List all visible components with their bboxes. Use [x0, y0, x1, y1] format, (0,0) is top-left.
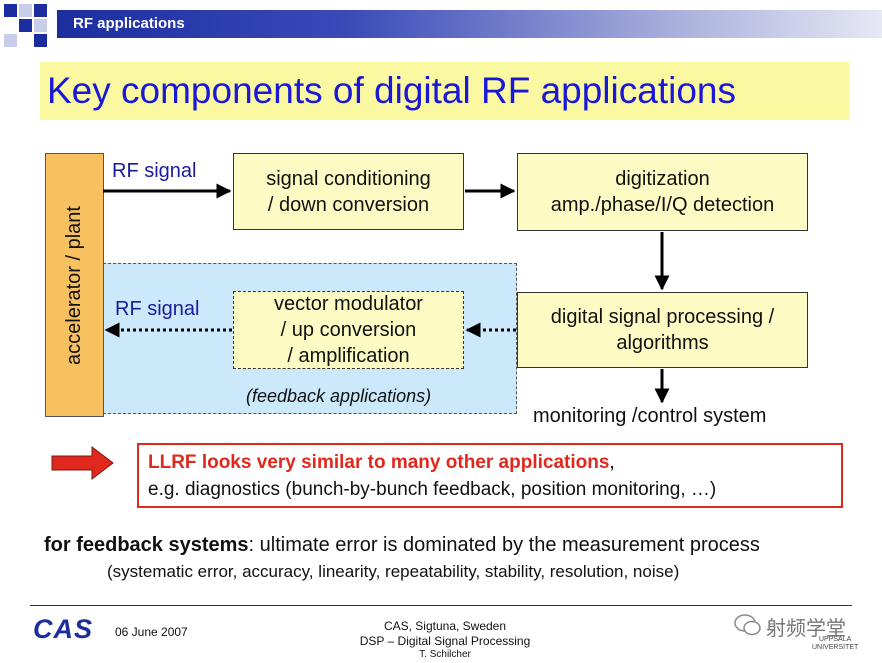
footer-course: DSP – Digital Signal Processing [359, 634, 531, 648]
slide-title: Key components of digital RF application… [47, 70, 736, 111]
summary-line: for feedback systems: ultimate error is … [44, 534, 760, 557]
summary-sub: (systematic error, accuracy, linearity, … [107, 562, 680, 581]
watermark-text: 射频学堂 [766, 618, 846, 640]
conditioning-box: signal conditioning / down conversion [233, 153, 464, 230]
dsp-box: digital signal processing / algorithms [517, 292, 808, 368]
callout-highlight: LLRF looks very similar to many other ap… [148, 452, 610, 473]
callout-line-1: LLRF looks very similar to many other ap… [148, 452, 615, 474]
rf-signal-in-label: RF signal [112, 160, 197, 182]
footer-location: CAS, Sigtuna, Sweden [383, 619, 507, 633]
footer-center: CAS, Sigtuna, Sweden DSP – Digital Signa… [340, 619, 550, 662]
university-line-2: UNIVERSITET [812, 643, 859, 651]
dsp-line-2: algorithms [616, 332, 709, 354]
modulator-box: vector modulator / up conversion / ampli… [233, 291, 464, 369]
red-arrow-icon [51, 445, 114, 481]
summary-bold: for feedback systems [44, 534, 249, 556]
modulator-line-2: / up conversion [280, 319, 417, 341]
cas-logo: CAS [33, 614, 94, 644]
footer-author: T. Schilcher [419, 649, 471, 660]
callout-line-2: e.g. diagnostics (bunch-by-bunch feedbac… [148, 479, 717, 500]
digitization-line-1: digitization [615, 168, 710, 190]
header-bar [57, 10, 882, 38]
conditioning-line-2: / down conversion [267, 193, 430, 216]
feedback-label: (feedback applications) [246, 386, 432, 406]
modulator-line-1: vector modulator [274, 293, 423, 315]
callout-comma: , [609, 452, 615, 473]
university-logo: UPPSALA UNIVERSITET [812, 636, 858, 651]
wechat-icon [734, 614, 761, 636]
section-title: RF applications [73, 15, 185, 32]
conditioning-line-1: signal conditioning [266, 167, 431, 190]
rf-signal-out-label: RF signal [115, 298, 200, 320]
monitoring-label: monitoring /control system [533, 405, 767, 427]
modulator-line-3: / amplification [287, 345, 410, 367]
footer-date: 06 June 2007 [115, 625, 188, 639]
footer-rule [30, 605, 852, 606]
university-line-1: UPPSALA [819, 636, 852, 643]
summary-rest: : ultimate error is dominated by the mea… [248, 534, 760, 556]
digitization-box: digitization amp./phase/I/Q detection [517, 153, 808, 231]
title-banner [40, 62, 849, 120]
llrf-callout [137, 443, 843, 508]
plant-block: accelerator / plant [45, 153, 104, 417]
digitization-line-2: amp./phase/I/Q detection [550, 194, 775, 216]
dsp-line-1: digital signal processing / [550, 306, 775, 328]
